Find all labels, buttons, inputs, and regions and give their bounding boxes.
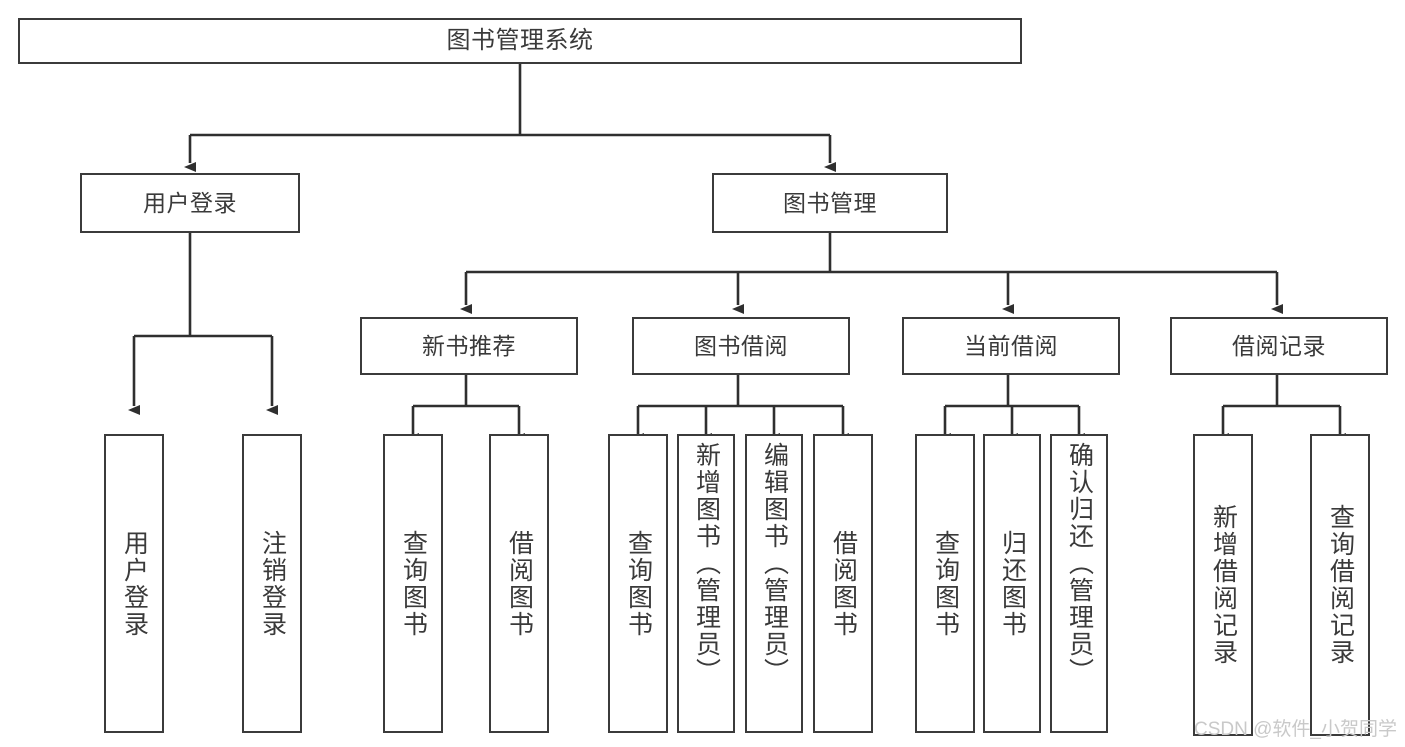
node-borrow-record[interactable]: 借阅记录 — [1170, 317, 1388, 375]
node-label: 查询图书 — [624, 529, 653, 638]
edge-group-user-login — [128, 233, 278, 415]
edge-group-borrow-record — [1217, 375, 1346, 443]
leaf-query-book-current[interactable]: 查询图书 — [915, 434, 975, 733]
node-label: 注销登录 — [258, 529, 287, 638]
leaf-borrow-book-recommend[interactable]: 借阅图书 — [489, 434, 549, 733]
watermark: CSDN @软件_小贺同学 — [1194, 719, 1397, 740]
edge-group-new-book-recommend — [407, 375, 525, 443]
node-label: 用户登录 — [120, 529, 149, 638]
node-book-borrow[interactable]: 图书借阅 — [632, 317, 850, 375]
leaf-query-book-borrow[interactable]: 查询图书 — [608, 434, 668, 733]
node-user-login[interactable]: 用户登录 — [80, 173, 300, 233]
edge-group-current-borrow — [939, 375, 1085, 443]
node-root-system[interactable]: 图书管理系统 — [18, 18, 1022, 64]
edge-group-book-management — [460, 233, 1283, 314]
node-new-book-recommend[interactable]: 新书推荐 — [360, 317, 578, 375]
node-label: 查询图书 — [931, 529, 960, 638]
node-label: 借阅记录 — [1232, 332, 1326, 359]
leaf-query-borrow-record[interactable]: 查询借阅记录 — [1310, 434, 1370, 736]
leaf-return-book[interactable]: 归还图书 — [983, 434, 1041, 733]
node-label: 新增图书（管理员） — [692, 442, 721, 685]
edge-group-root — [184, 64, 836, 172]
node-label: 新书推荐 — [422, 332, 516, 359]
edge-group-book-borrow — [632, 375, 849, 443]
node-label: 编辑图书（管理员） — [760, 442, 789, 685]
node-label: 用户登录 — [143, 189, 237, 216]
leaf-borrow-book[interactable]: 借阅图书 — [813, 434, 873, 733]
leaf-confirm-return[interactable]: 确认归还（管理员） — [1050, 434, 1108, 733]
leaf-user-login[interactable]: 用户登录 — [104, 434, 164, 733]
node-book-management[interactable]: 图书管理 — [712, 173, 948, 233]
node-label: 图书借阅 — [694, 332, 788, 359]
leaf-edit-book[interactable]: 编辑图书（管理员） — [745, 434, 803, 733]
node-label: 确认归还（管理员） — [1065, 442, 1094, 685]
node-current-borrow[interactable]: 当前借阅 — [902, 317, 1120, 375]
leaf-query-book-recommend[interactable]: 查询图书 — [383, 434, 443, 733]
node-label: 查询图书 — [399, 529, 428, 638]
node-label: 借阅图书 — [505, 529, 534, 638]
node-label: 借阅图书 — [829, 529, 858, 638]
leaf-add-book[interactable]: 新增图书（管理员） — [677, 434, 735, 733]
node-label: 新增借阅记录 — [1209, 504, 1238, 666]
node-label: 当前借阅 — [964, 332, 1058, 359]
node-label: 图书管理系统 — [446, 27, 594, 54]
leaf-logout-login[interactable]: 注销登录 — [242, 434, 302, 733]
leaf-add-borrow-record[interactable]: 新增借阅记录 — [1193, 434, 1253, 736]
node-label: 归还图书 — [998, 529, 1027, 638]
node-label: 查询借阅记录 — [1326, 504, 1355, 666]
node-label: 图书管理 — [783, 189, 877, 216]
